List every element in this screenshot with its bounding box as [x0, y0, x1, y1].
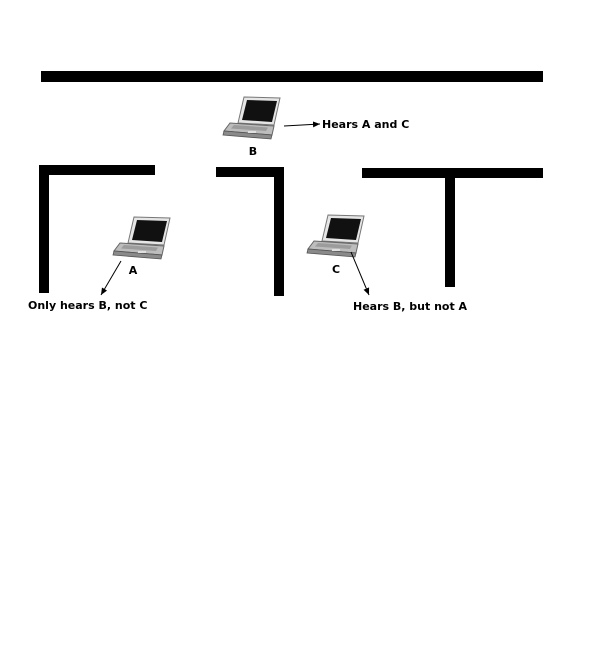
- arrow-a-note: [100, 260, 122, 296]
- middle-wall-top: [216, 167, 284, 177]
- node-b-label: B: [249, 145, 257, 158]
- laptop-c-icon: [306, 214, 365, 258]
- b-annotation: Hears A and C: [322, 118, 409, 131]
- node-a: A: [112, 216, 171, 277]
- top-wall: [41, 71, 543, 82]
- arrow-c-note: [350, 251, 370, 296]
- a-annotation: Only hears B, not C: [28, 299, 147, 312]
- arrow-b-note: [283, 121, 321, 128]
- laptop-b-icon: [222, 96, 281, 140]
- node-c: C: [306, 214, 365, 276]
- arrows: [100, 121, 370, 296]
- laptop-a-icon: [112, 216, 171, 260]
- left-room-side-wall: [39, 165, 49, 293]
- node-c-label: C: [332, 263, 340, 276]
- c-annotation: Hears B, but not A: [353, 300, 468, 313]
- right-wall-stem: [445, 168, 455, 287]
- middle-wall-side: [274, 167, 284, 296]
- walls: [39, 71, 543, 296]
- node-b: B: [222, 96, 281, 158]
- node-a-label: A: [129, 264, 138, 277]
- left-room-top-wall: [39, 165, 155, 175]
